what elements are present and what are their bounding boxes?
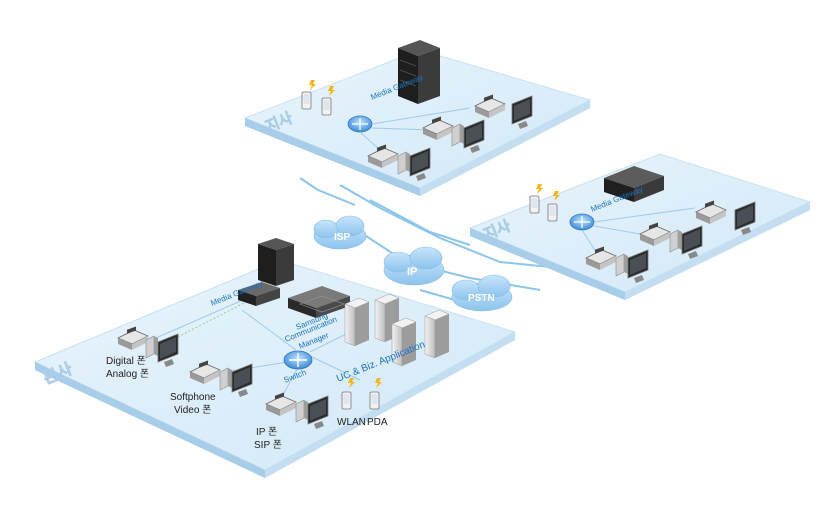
- pc-tower-icon: [397, 151, 411, 175]
- mobile-device-icon: [547, 203, 558, 222]
- pda-device-icon: [369, 391, 380, 410]
- switch-icon: [283, 350, 313, 370]
- pc-tower-icon: [451, 123, 465, 147]
- digital-phone-label: Digital 폰: [106, 355, 146, 367]
- scm-server: [288, 286, 350, 318]
- wireless-icon: [309, 80, 316, 90]
- media-gateway-server: [604, 166, 664, 202]
- branch-top-site: 지사 Media Gateway: [243, 40, 592, 196]
- router-icon: [569, 213, 595, 231]
- ip-phone-label: IP 폰: [256, 426, 277, 438]
- wlan-label: WLAN: [337, 417, 366, 428]
- ip-cloud: IP: [383, 246, 445, 286]
- wireless-icon: [536, 184, 543, 194]
- media-gateway-server: [398, 40, 440, 104]
- softphone-label: Softphone: [170, 392, 216, 403]
- isp-label: ISP: [334, 232, 350, 243]
- pstn-label: PSTN: [468, 293, 495, 304]
- application-servers: [344, 293, 450, 367]
- analog-phone-label: Analog 폰: [106, 368, 149, 380]
- pstn-cloud: PSTN: [451, 274, 513, 312]
- mobile-device-icon: [529, 195, 540, 214]
- branch-right-site: 지사 Media Gateway: [468, 153, 812, 300]
- pda-label: PDA: [367, 417, 388, 428]
- router-icon: [347, 115, 373, 133]
- hq-site: 본사 Media Gateway: [33, 238, 517, 478]
- pc-tower-icon: [145, 335, 159, 359]
- pc-tower-icon: [295, 399, 309, 423]
- sip-phone-label: SIP 폰: [254, 439, 282, 451]
- ip-label: IP: [407, 266, 417, 278]
- isp-cloud: ISP: [313, 215, 367, 250]
- pc-tower-icon: [615, 253, 629, 277]
- pc-tower-icon: [669, 229, 683, 253]
- wlan-device-icon: [341, 391, 352, 410]
- mobile-device-icon: [321, 97, 332, 116]
- media-gateway-server: [238, 238, 294, 306]
- pc-tower-icon: [219, 367, 233, 391]
- mobile-device-icon: [301, 91, 312, 110]
- video-phone-label: Video 폰: [174, 404, 211, 416]
